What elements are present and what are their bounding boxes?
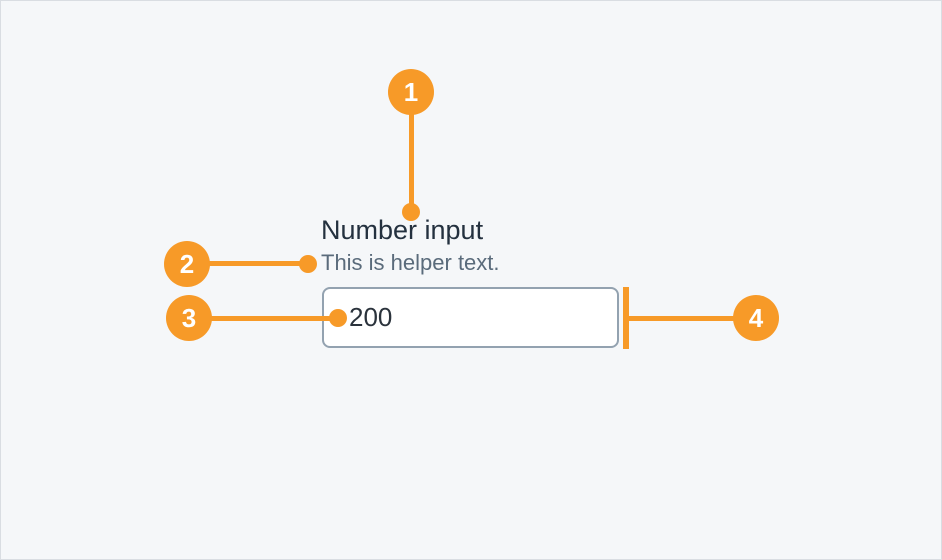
callout-3-endpoint-dot bbox=[329, 309, 347, 327]
callout-4-badge: 4 bbox=[733, 295, 779, 341]
callout-2-number: 2 bbox=[179, 248, 195, 279]
callout-1-endpoint-dot bbox=[402, 203, 420, 221]
callout-1-leader-line bbox=[409, 96, 414, 206]
callout-4-leader-line bbox=[627, 316, 737, 321]
callout-3-badge: 3 bbox=[166, 295, 212, 341]
callout-2-badge: 2 bbox=[164, 241, 210, 287]
number-input-field[interactable] bbox=[322, 287, 619, 348]
field-label: Number input bbox=[321, 215, 484, 245]
callout-3-leader-line bbox=[203, 316, 338, 321]
callout-4-height-marker bbox=[623, 287, 629, 349]
callout-3-number: 3 bbox=[181, 302, 197, 333]
callout-1-badge: 1 bbox=[388, 69, 434, 115]
helper-text: This is helper text. bbox=[321, 250, 500, 275]
callout-1-number: 1 bbox=[403, 76, 419, 107]
callout-2-leader-line bbox=[201, 261, 308, 266]
callout-4-number: 4 bbox=[748, 302, 764, 333]
callout-2-endpoint-dot bbox=[299, 255, 317, 273]
